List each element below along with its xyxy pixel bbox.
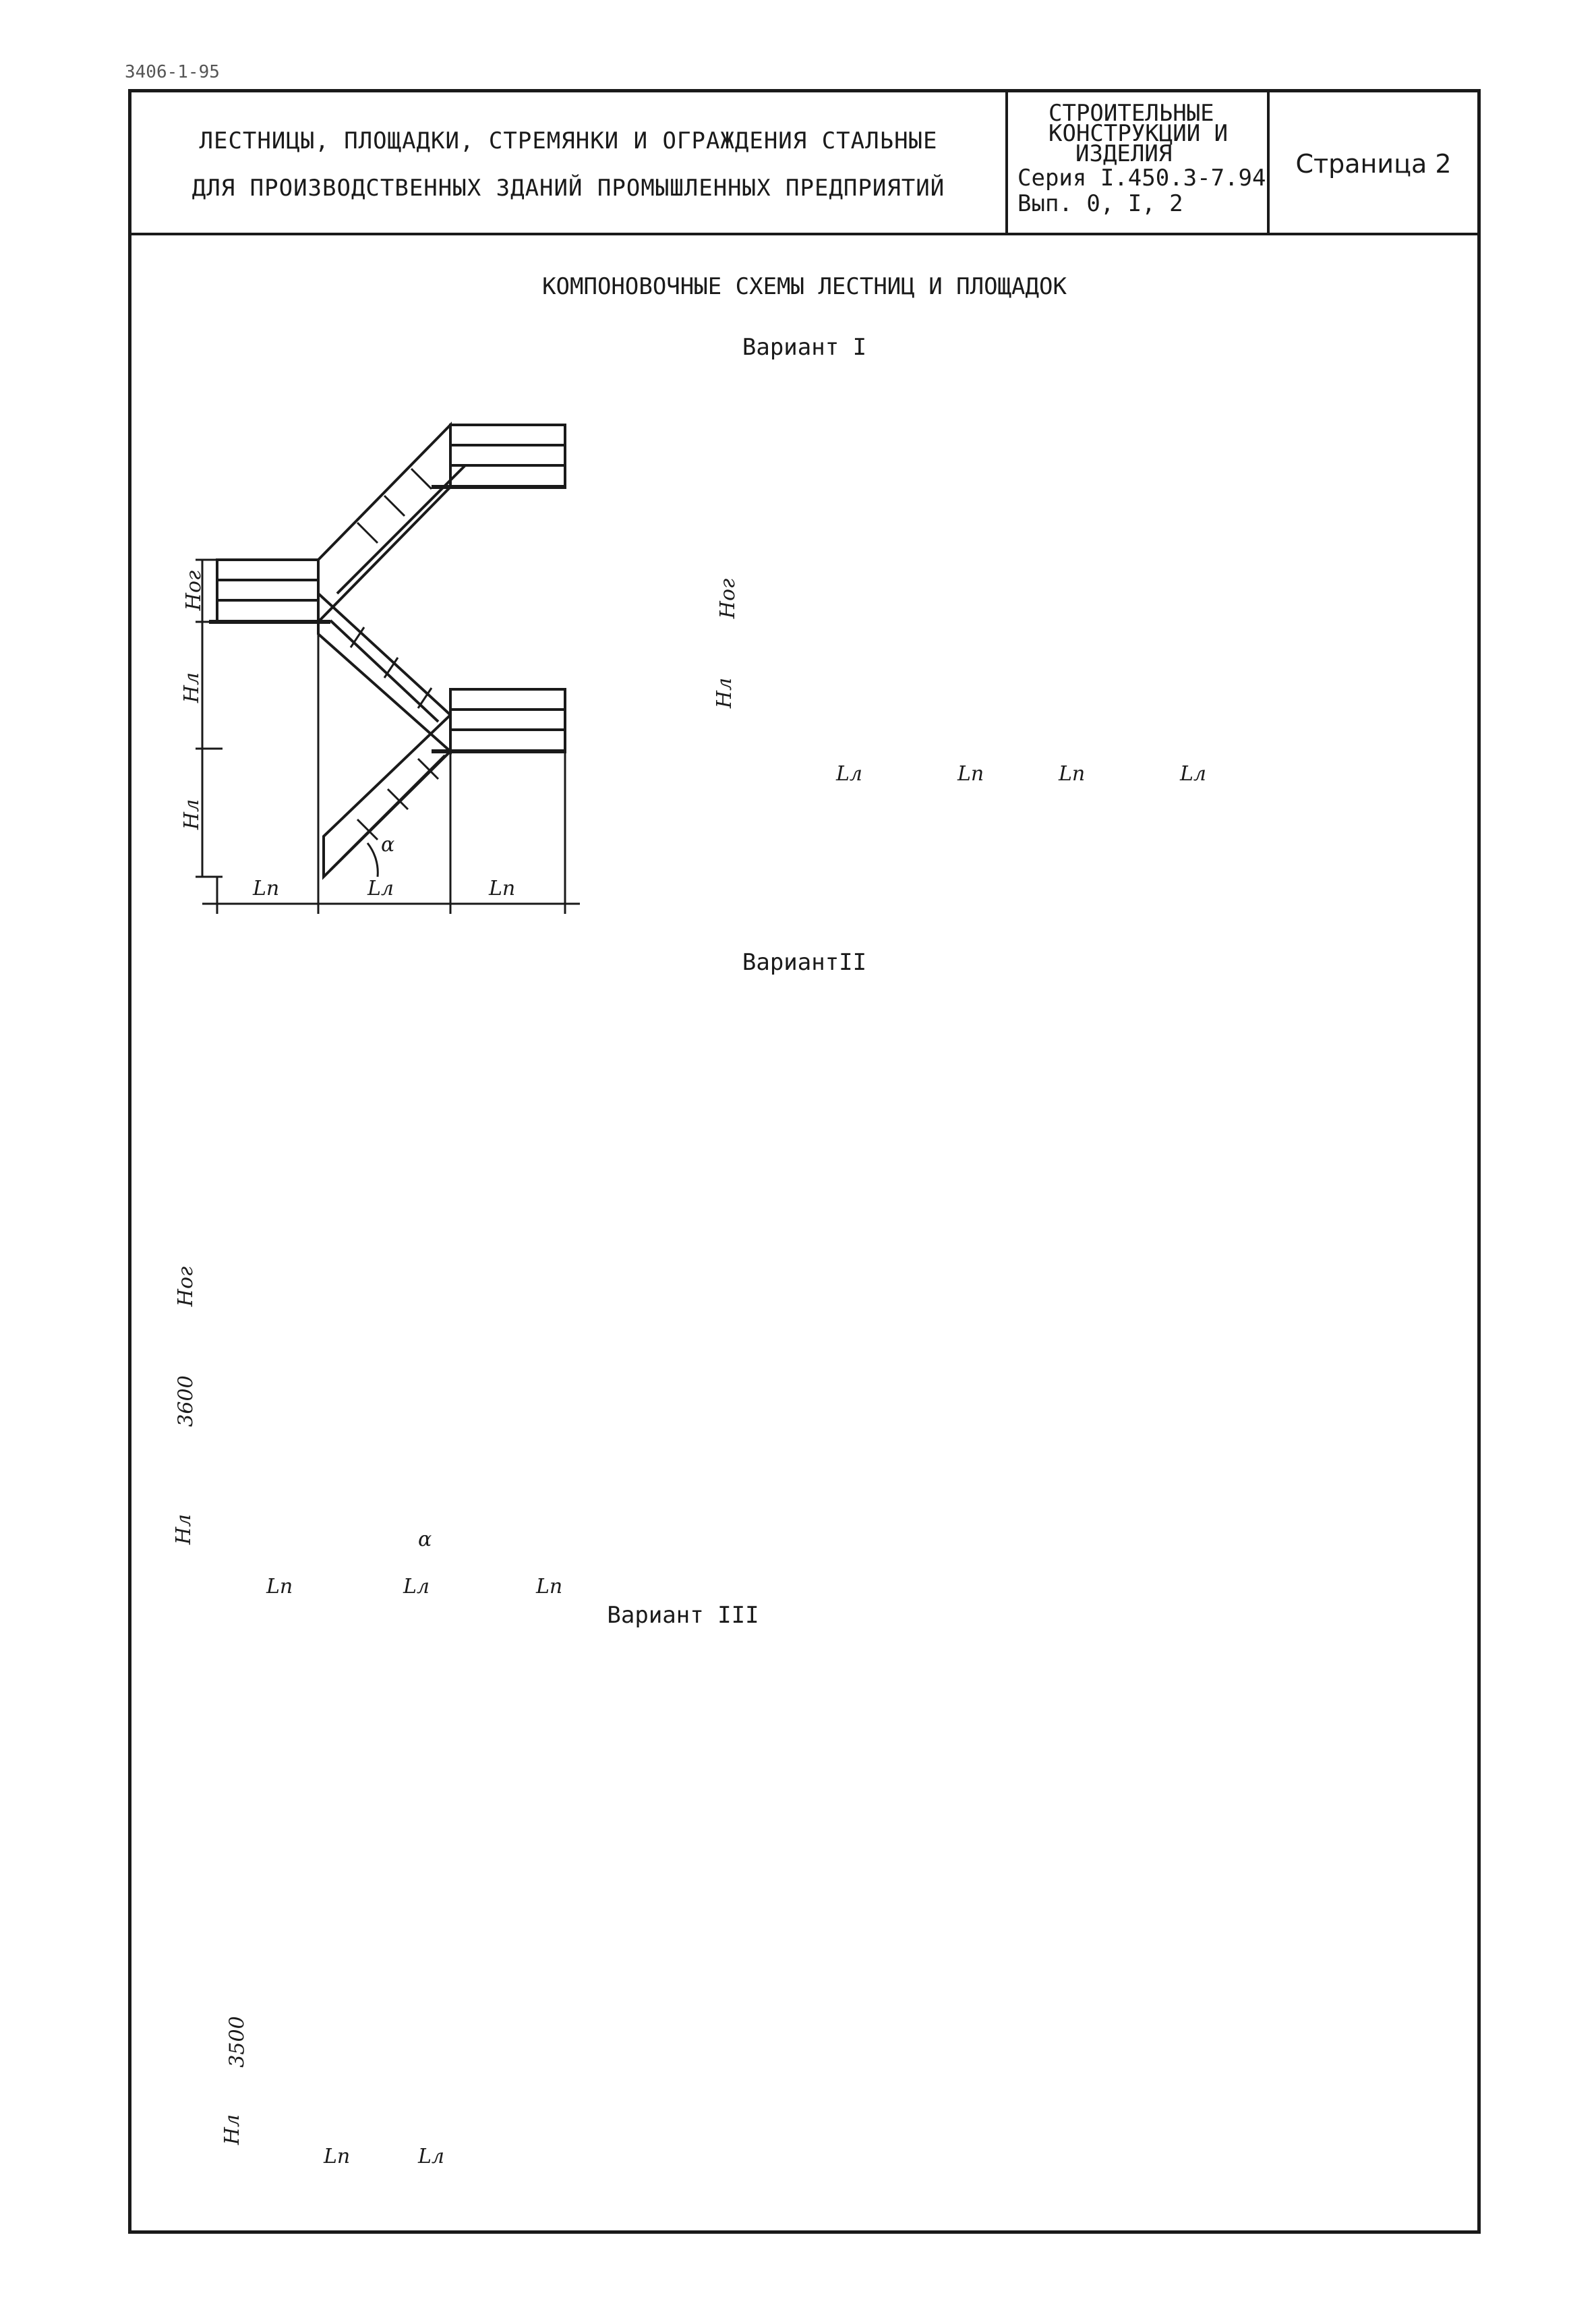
series-line-4: Серия I.450.3-7.94: [1017, 165, 1266, 192]
main-heading: КОМПОНОВОЧНЫЕ СХЕМЫ ЛЕСТНИЦ И ПЛОЩАДОК: [542, 273, 1067, 300]
dim-ll-v1r-b: Lл: [1180, 762, 1207, 786]
dim-ll-v1r-a: Lл: [836, 762, 863, 786]
dim-hl-v1b: Hл: [180, 799, 204, 830]
title-line-2: ДЛЯ ПРОИЗВОДСТВЕННЫХ ЗДАНИЙ ПРОМЫШЛЕННЫХ…: [191, 175, 945, 202]
dim-lp-v1r-a: Lп: [957, 762, 984, 786]
dim-lp-v2b: Lп: [536, 1575, 563, 1598]
variant-3-label: Вариант III: [607, 1602, 759, 1629]
dim-hog-v1r: Hог: [716, 578, 740, 619]
dim-hl-v3: Hл: [220, 2114, 245, 2145]
document-code: 3406-1-95: [125, 62, 220, 82]
drawing-frame: ЛЕСТНИЦЫ, ПЛОЩАДКИ, СТРЕМЯНКИ И ОГРАЖДЕН…: [128, 89, 1481, 2234]
dim-hl-v1r: Hл: [713, 677, 737, 709]
page-number: Страница 2: [1295, 149, 1452, 179]
title-block: ЛЕСТНИЦЫ, ПЛОЩАДКИ, СТРЕМЯНКИ И ОГРАЖДЕН…: [131, 92, 1477, 235]
series-line-5: Вып. 0, I, 2: [1017, 190, 1183, 217]
dim-alpha-v1: α: [381, 833, 395, 857]
platform-left: [216, 558, 320, 623]
series-line-3: ИЗДЕЛИЯ: [1075, 140, 1173, 167]
variant-1-left-scheme: [196, 422, 580, 914]
dim-lp-v1b: Lп: [489, 877, 516, 900]
platform-top: [449, 424, 566, 488]
dim-lp-v1a: Lп: [253, 877, 280, 900]
dim-lp-v3: Lп: [324, 2145, 351, 2168]
dim-hog-v1: Hог: [182, 570, 206, 611]
dim-ll-v3: Lл: [418, 2145, 445, 2168]
dim-alpha-v2: α: [418, 1528, 432, 1551]
dim-ll-v2: Lл: [403, 1575, 430, 1598]
dim-ll-v1: Lл: [367, 877, 394, 900]
variant-2-label: ВариантII: [742, 949, 867, 976]
page-cell: Страница 2: [1270, 92, 1477, 233]
dim-lp-v2a: Lп: [266, 1575, 293, 1598]
series-line-1: СТРОИТЕЛЬНЫЕ: [1048, 100, 1214, 127]
title-cell: ЛЕСТНИЦЫ, ПЛОЩАДКИ, СТРЕМЯНКИ И ОГРАЖДЕН…: [131, 92, 1008, 233]
dim-3500: 3500: [225, 2016, 249, 2068]
dim-hl-v2: Hл: [172, 1513, 196, 1545]
dim-3600: 3600: [174, 1375, 198, 1427]
dim-hog-v2: Hог: [174, 1266, 198, 1307]
series-line-2: КОНСТРУКЦИИ И: [1048, 120, 1229, 147]
variant-1-label: Вариант I: [742, 334, 867, 361]
platform-right: [449, 688, 566, 753]
dim-lp-v1r-b: Lп: [1059, 762, 1086, 786]
title-line-1: ЛЕСТНИЦЫ, ПЛОЩАДКИ, СТРЕМЯНКИ И ОГРАЖДЕН…: [199, 127, 938, 154]
series-cell: СТРОИТЕЛЬНЫЕ КОНСТРУКЦИИ И ИЗДЕЛИЯ Серия…: [1008, 92, 1270, 233]
dim-hl-v1a: Hл: [180, 672, 204, 703]
